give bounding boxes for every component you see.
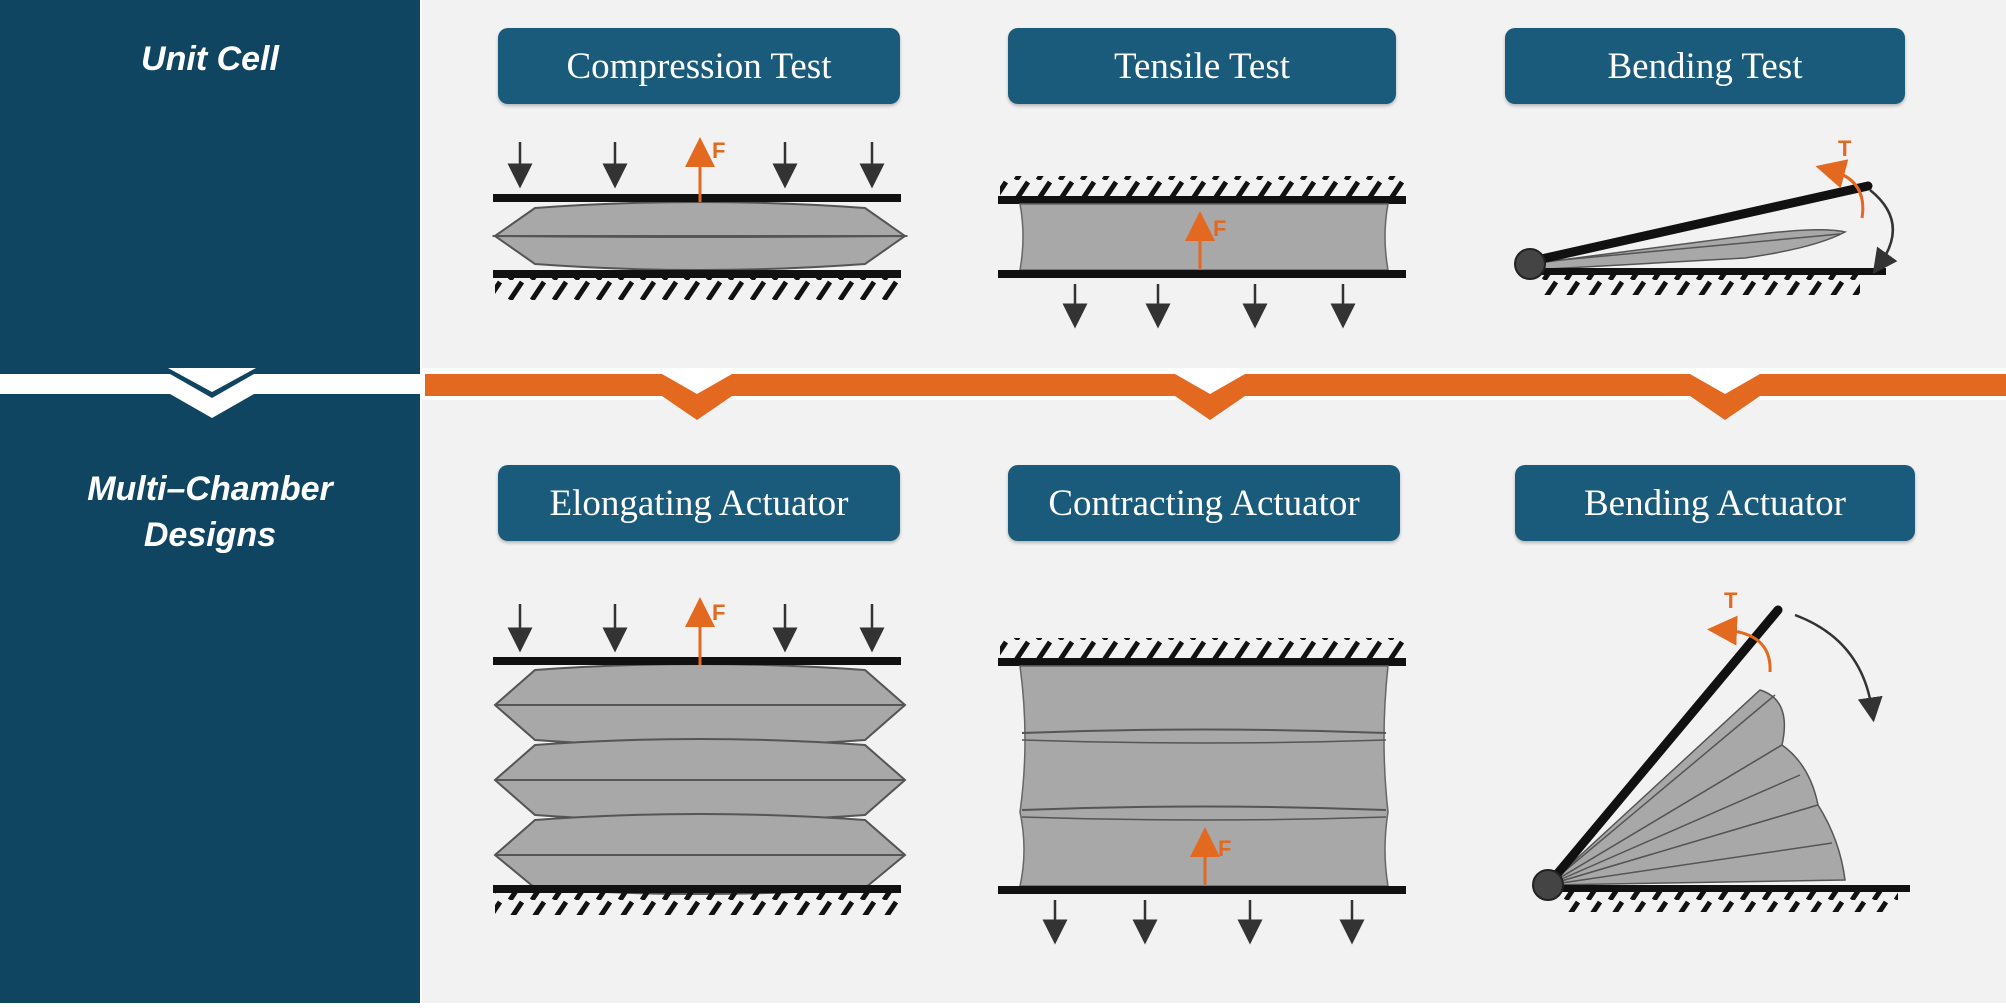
- bending-actuator-title: Bending Actuator: [1515, 465, 1915, 541]
- contracting-actuator-diagram: F: [998, 638, 1406, 945]
- torque-arrow: [1815, 159, 1865, 219]
- hinge-joint: [1532, 869, 1564, 901]
- bending-actuator-diagram: T: [1532, 588, 1910, 912]
- compression-test-title: Compression Test: [498, 28, 900, 104]
- unit-cell-label-panel: [0, 0, 420, 368]
- unit-cell-row-label: Unit Cell: [141, 40, 279, 78]
- ground-hatch: [495, 278, 899, 300]
- bending-lever-arm: [1543, 605, 1783, 890]
- compression-test-diagram: F: [491, 137, 909, 300]
- torque-label: T: [1838, 136, 1852, 161]
- multi-chamber-row-label: Multi–Chamber Designs: [87, 470, 333, 554]
- bending-rotation-arrow: [1869, 189, 1898, 275]
- bottom-pulling-plate: [998, 886, 1406, 894]
- bending-lever-arm: [1523, 181, 1873, 267]
- bending-base-plate: [1530, 268, 1886, 275]
- multi-chamber-label-panel: [0, 400, 420, 1003]
- bending-test-diagram: T: [1514, 136, 1898, 295]
- hinge-joint: [1514, 248, 1546, 280]
- torque-label: T: [1724, 588, 1738, 613]
- tensile-test-title: Tensile Test: [1008, 28, 1396, 104]
- divider-chevron-left-white: [0, 374, 420, 418]
- force-label: F: [712, 138, 725, 163]
- bending-rotation-arrow: [1794, 613, 1883, 723]
- row-divider: [0, 368, 2006, 424]
- top-fixed-plate: [998, 196, 1406, 204]
- torque-arrow: [1707, 615, 1772, 673]
- fan-chamber: [1547, 744, 1819, 886]
- ground-hatch: [495, 893, 899, 915]
- ceiling-hatch: [1000, 176, 1404, 196]
- bottom-fixed-plate: [493, 885, 901, 893]
- orange-divider-band: [425, 374, 2006, 420]
- bottom-pulling-plate: [998, 270, 1406, 278]
- tensile-chamber: [1019, 203, 1389, 271]
- force-label: F: [712, 600, 725, 625]
- bottom-fixed-plate: [493, 270, 901, 278]
- bending-base-plate: [1550, 885, 1910, 892]
- contracting-actuator-title: Contracting Actuator: [1008, 465, 1400, 541]
- force-label: F: [1213, 216, 1226, 241]
- ceiling-hatch: [1000, 638, 1404, 658]
- top-compression-plate: [493, 657, 901, 665]
- force-label: F: [1218, 836, 1231, 861]
- fan-chamber: [1547, 804, 1846, 886]
- bending-chamber: [1529, 229, 1848, 271]
- bending-test-title: Bending Test: [1505, 28, 1905, 104]
- elongating-actuator-title: Elongating Actuator: [498, 465, 900, 541]
- top-fixed-plate: [998, 658, 1406, 666]
- tensile-test-diagram: F: [998, 176, 1406, 329]
- top-compression-plate: [493, 194, 901, 202]
- ground-hatch: [1558, 892, 1898, 912]
- elongating-actuator-diagram: F: [493, 597, 907, 915]
- ground-hatch: [1540, 275, 1860, 295]
